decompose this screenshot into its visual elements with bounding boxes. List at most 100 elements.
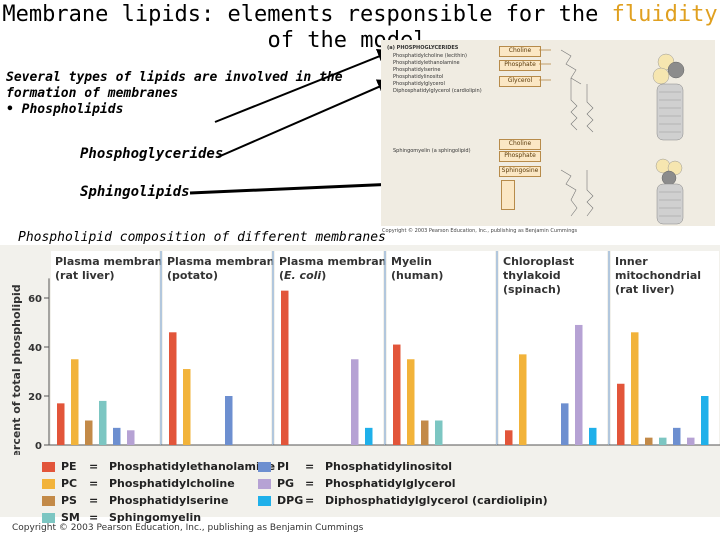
intro-line-3: • Phospholipids: [6, 102, 124, 117]
legend-equals: =: [89, 494, 99, 507]
legend-name: Phosphatidylcholine: [109, 477, 235, 490]
panel-title-line: (potato): [167, 269, 218, 282]
legend-equals: =: [305, 477, 315, 490]
legend-equals: =: [89, 511, 99, 524]
figure-line-6: Diphosphatidylglycerol (cardiolipin): [393, 88, 482, 94]
intro-line-1: Several types of lipids are involved in …: [6, 70, 343, 85]
y-tick-label: 40: [28, 343, 42, 354]
legend-name: Phosphatidylinositol: [325, 460, 453, 473]
bar-pe: [505, 430, 513, 445]
figure-header: (a) PHOSPHOGLYCERIDES: [387, 45, 459, 51]
box-choline: Choline: [499, 46, 541, 57]
bar-pc: [407, 359, 415, 445]
y-axis-label: Percent of total phospholipid: [10, 284, 23, 455]
bar-dpg: [701, 396, 709, 445]
box-fatty-acid: [501, 180, 515, 210]
legend-abbr: PS: [61, 494, 77, 507]
box-phosphate-2: Phosphate: [499, 151, 541, 162]
figure-sphingo-label: Sphingomyelin (a sphingolipid): [393, 148, 471, 154]
legend-item-pg: PG = Phosphatidylglycerol: [258, 475, 548, 492]
legend-equals: =: [305, 494, 315, 507]
y-tick-label: 60: [28, 294, 42, 305]
figure-credit: Copyright © 2003 Pearson Education, Inc.…: [382, 228, 578, 234]
bar-ps: [645, 437, 653, 445]
panel-background: [275, 251, 383, 445]
box-phosphate: Phosphate: [499, 60, 541, 71]
legend-swatch: [258, 495, 271, 506]
y-tick-label: 0: [35, 441, 42, 452]
panel-title-line: (human): [391, 269, 443, 282]
chemical-structure-top: [560, 49, 594, 217]
bar-sm: [659, 437, 667, 445]
legend-item-pe: PE=Phosphatidylethanolamine: [42, 458, 275, 475]
bar-pg: [687, 437, 695, 445]
bar-sm: [99, 400, 107, 445]
bar-pc: [519, 354, 527, 445]
legend-name: Phosphatidylglycerol: [325, 477, 456, 490]
legend-swatch: [258, 461, 271, 472]
bar-pi: [561, 403, 569, 445]
copyright: Copyright © 2003 Pearson Education, Inc.…: [12, 523, 364, 533]
figure-line-1: Phosphatidylcholine (lecithin): [393, 53, 467, 59]
legend-equals: =: [89, 460, 99, 473]
intro-line-2: formation of membranes: [6, 86, 179, 101]
legend-name: Phosphatidylserine: [109, 494, 229, 507]
bar-pg: [127, 430, 135, 445]
lipid-structure-figure: (a) PHOSPHOGLYCERIDES Phosphatidylcholin…: [381, 40, 715, 226]
legend-item-pc: PC = Phosphatidylcholine: [42, 475, 275, 492]
bar-pg: [351, 359, 359, 445]
legend-item-dpg: DPG=Diphosphatidylglycerol (cardiolipin): [258, 492, 548, 509]
bar-pc: [631, 332, 639, 445]
legend-equals: =: [305, 460, 315, 473]
molecule-drawings: [539, 49, 685, 225]
slide-title-highlight: fluidity: [611, 2, 718, 27]
bar-pe: [57, 403, 65, 445]
figure-line-5: Phosphatidylglycerol: [393, 81, 445, 87]
legend-item-sm: SM = Sphingomyelin: [42, 509, 275, 526]
legend-abbr: PC: [61, 477, 78, 490]
legend-equals: =: [89, 477, 99, 490]
slide-title: Membrane lipids: elements responsible fo…: [0, 2, 720, 54]
legend-swatch: [42, 495, 55, 506]
bar-pg: [575, 324, 583, 445]
legend-name: Diphosphatidylglycerol (cardiolipin): [325, 494, 548, 507]
bar-sm: [435, 420, 443, 445]
legend-item-ps: PS = Phosphatidylserine: [42, 492, 275, 509]
slide-title-main: Membrane lipids: elements responsible fo…: [2, 2, 612, 27]
panel-background: [163, 251, 271, 445]
figure-line-4: Phosphatidylinositol: [393, 74, 444, 80]
chart-svg: Percent of total phospholipid 0 20 40 60 Plas…: [10, 251, 720, 455]
bar-pi: [673, 427, 681, 445]
legend-swatch: [42, 512, 55, 523]
figure-line-2: Phosphatidylethanolamine: [393, 60, 460, 66]
bar-ps: [421, 420, 429, 445]
panel-title-line: (spinach): [503, 283, 561, 296]
box-choline-2: Choline: [499, 139, 541, 150]
intro-text: Several types of lipids are involved in …: [6, 70, 376, 118]
space-filling-model-top: [652, 53, 685, 141]
legend-abbr: SM: [61, 511, 80, 524]
panel-title-line: Plasma membrane: [55, 255, 170, 268]
panel-title-line: (rat liver): [615, 283, 675, 296]
label-sphingolipids: Sphingolipids: [80, 184, 190, 200]
panel-title-line: (E. coli): [279, 269, 326, 282]
panel-background: [387, 251, 495, 445]
panel-title-line: Myelin: [391, 255, 432, 268]
bar-pc: [71, 359, 79, 445]
y-tick-label: 20: [28, 392, 42, 403]
legend-swatch: [42, 461, 55, 472]
bar-pi: [225, 396, 233, 445]
label-phosphoglycerides: Phosphoglycerides: [80, 146, 224, 162]
space-filling-model-bottom: [655, 158, 684, 225]
legend-name: Sphingomyelin: [109, 511, 202, 524]
legend-item-pi: PI=Phosphatidylinositol: [258, 458, 548, 475]
bar-pc: [183, 369, 191, 445]
box-glycerol: Glycerol: [499, 76, 541, 87]
legend-abbr: PG: [277, 477, 295, 490]
panel-background: [499, 251, 607, 445]
bar-pe: [617, 383, 625, 445]
panel-title-line: Chloroplast: [503, 255, 574, 268]
legend-swatch: [258, 478, 271, 489]
